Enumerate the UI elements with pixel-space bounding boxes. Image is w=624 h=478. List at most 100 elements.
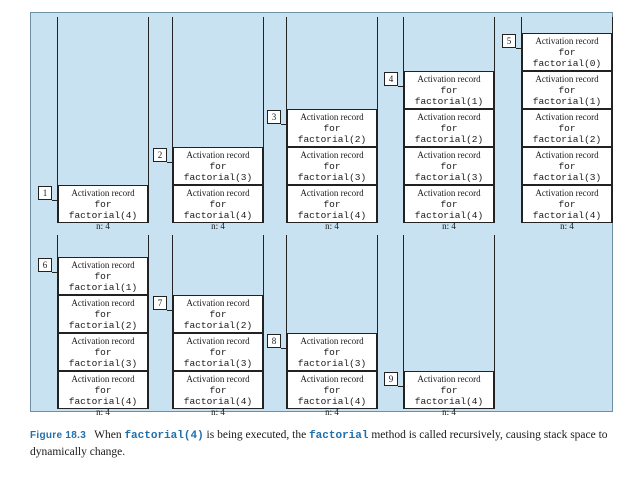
record-n: n: 4 [211, 221, 225, 231]
record-call: for factorial(3) [68, 347, 138, 369]
step-number-badge: 1 [38, 186, 52, 200]
record-label: Activation record [71, 188, 135, 198]
record-call: for factorial(4) [297, 199, 367, 221]
record-n: n: 4 [96, 221, 110, 231]
step-number-badge: 6 [38, 258, 52, 272]
record-call: for factorial(2) [183, 309, 253, 331]
record-label: Activation record [300, 336, 364, 346]
record-label: Activation record [186, 188, 250, 198]
step-number-badge: 8 [267, 334, 281, 348]
caption-code-a: factorial(4) [124, 430, 204, 442]
record-call: for factorial(4) [183, 385, 253, 407]
stack-step-7 [172, 235, 264, 409]
record-call: for factorial(4) [414, 199, 484, 221]
record-n: n: 4 [560, 221, 574, 231]
record-call: for factorial(3) [414, 161, 484, 183]
record-label: Activation record [300, 188, 364, 198]
badge-connector [281, 348, 287, 349]
badge-connector [52, 272, 58, 273]
record-call: for factorial(1) [532, 85, 602, 107]
record-call: for factorial(3) [183, 161, 253, 183]
record-label: Activation record [417, 74, 481, 84]
record-n: n: 4 [442, 407, 456, 417]
stack-step-4 [403, 17, 495, 223]
record-label: Activation record [71, 298, 135, 308]
record-label: Activation record [535, 188, 599, 198]
record-label: Activation record [71, 336, 135, 346]
badge-connector [398, 86, 404, 87]
stack-step-8 [286, 235, 378, 409]
record-call: for factorial(2) [68, 309, 138, 331]
record-n: n: 4 [211, 407, 225, 417]
caption-text-c: method is called recursively, causing st… [30, 429, 608, 458]
record-label: Activation record [535, 74, 599, 84]
record-call: for factorial(4) [414, 385, 484, 407]
badge-connector [167, 310, 173, 311]
caption-text-b: is being executed, the [206, 429, 307, 441]
stack-step-5 [521, 17, 613, 223]
record-label: Activation record [300, 150, 364, 160]
record-call: for factorial(1) [68, 271, 138, 293]
record-call: for factorial(4) [297, 385, 367, 407]
record-label: Activation record [186, 374, 250, 384]
record-label: Activation record [417, 150, 481, 160]
record-label: Activation record [71, 374, 135, 384]
record-n: n: 4 [442, 221, 456, 231]
record-label: Activation record [535, 36, 599, 46]
badge-connector [398, 386, 404, 387]
step-number-badge: 9 [384, 372, 398, 386]
stack-step-9 [403, 235, 495, 409]
record-label: Activation record [417, 374, 481, 384]
record-call: for factorial(2) [297, 123, 367, 145]
badge-connector [281, 124, 287, 125]
badge-connector [167, 162, 173, 163]
stack-step-3 [286, 17, 378, 223]
record-label: Activation record [71, 260, 135, 270]
record-label: Activation record [186, 336, 250, 346]
caption-text-a: When [94, 429, 122, 441]
figure-label: Figure 18.3 [30, 430, 87, 441]
record-call: for factorial(1) [414, 85, 484, 107]
step-number-badge: 7 [153, 296, 167, 310]
step-number-badge: 2 [153, 148, 167, 162]
record-label: Activation record [535, 112, 599, 122]
record-label: Activation record [300, 374, 364, 384]
figure-caption: Figure 18.3 When factorial(4) is being ex… [30, 427, 613, 460]
stack-step-1 [57, 17, 149, 223]
stack-step-2 [172, 17, 264, 223]
record-call: for factorial(0) [532, 47, 602, 69]
record-call: for factorial(4) [68, 199, 138, 221]
record-call: for factorial(3) [183, 347, 253, 369]
record-call: for factorial(3) [297, 347, 367, 369]
record-call: for factorial(2) [414, 123, 484, 145]
record-label: Activation record [186, 298, 250, 308]
step-number-badge: 3 [267, 110, 281, 124]
record-call: for factorial(4) [532, 199, 602, 221]
record-call: for factorial(3) [532, 161, 602, 183]
stack-step-6 [57, 235, 149, 409]
record-call: for factorial(2) [532, 123, 602, 145]
record-n: n: 4 [325, 407, 339, 417]
record-n: n: 4 [325, 221, 339, 231]
